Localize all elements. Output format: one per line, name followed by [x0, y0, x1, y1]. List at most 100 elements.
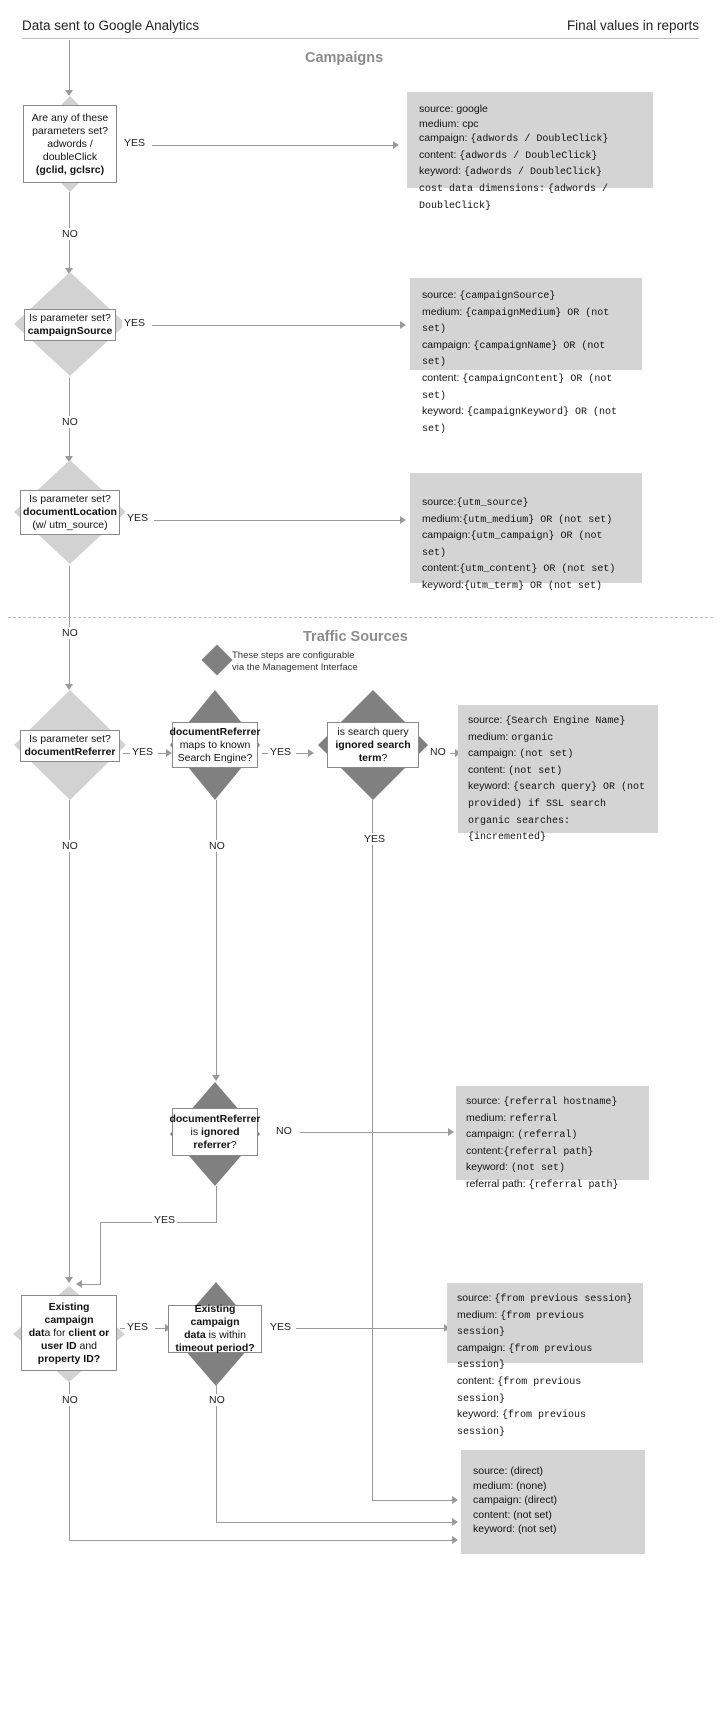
edge-document-referrer-yes-arrow-icon	[166, 749, 172, 757]
edge-ignored-referrer-yes-h2	[78, 1284, 101, 1285]
result-previous-session-row: keyword: {from previous session}	[457, 1408, 586, 1438]
adwords-line-4: doubleClick	[42, 150, 98, 163]
result-campaign-source-row: campaign: {campaignName} OR (not set)	[422, 338, 606, 369]
existing-campaign-id-line-3: user ID and	[40, 1339, 98, 1352]
edge-document-referrer-no-arrow-icon	[65, 1277, 73, 1283]
edge-maps-yes-arrow-icon	[308, 749, 314, 757]
result-organic-row: campaign: (not set)	[468, 747, 574, 761]
result-organic-row: organic searches: {incremented}	[468, 815, 571, 844]
edge-label-yes-adwords: YES	[122, 137, 148, 149]
edge-label-no-ignored-referrer: NO	[274, 1125, 294, 1137]
edge-maps-yes-b	[296, 753, 310, 754]
edge-maps-yes-a	[262, 753, 270, 754]
legend-note-line2: via the Management Interface	[232, 662, 358, 673]
edge-existing-timeout-no-v	[216, 1382, 217, 1522]
decision-document-referrer-label: Is parameter set? documentReferrer	[20, 730, 120, 762]
result-adwords-row: keyword: {adwords / DoubleClick}	[419, 165, 602, 179]
edge-adwords-yes-arrow-icon	[393, 141, 399, 149]
edge-document-referrer-yes-b	[158, 753, 168, 754]
edge-ignored-search-term-yes	[372, 800, 373, 1500]
adwords-line-1: Are any of these	[31, 111, 109, 124]
edge-label-yes-document-referrer: YES	[130, 746, 156, 758]
result-previous-session-row: source: {from previous session}	[457, 1292, 633, 1305]
result-referral-row: content:{referral path}	[466, 1144, 594, 1158]
edge-ignored-search-term-no	[450, 753, 458, 754]
edge-ignored-search-term-yes-h	[372, 1500, 454, 1501]
result-adwords-row: cost data dimensions: {adwords / DoubleC…	[419, 183, 608, 212]
result-referral-row: keyword: (not set)	[466, 1161, 565, 1175]
result-campaign-source-row: source: {campaignSource}	[422, 289, 556, 302]
result-referral-row: medium: referral	[466, 1111, 558, 1125]
result-previous-session-row: medium: {from previous session}	[457, 1308, 585, 1339]
edge-label-no-maps-search-engine: NO	[207, 840, 227, 852]
adwords-line-5: (gclid, gclsrc)	[35, 163, 105, 176]
result-campaign-source-row: content: {campaignContent} OR (not set)	[422, 371, 613, 402]
ignored-referrer-line-1: documentReferrer	[169, 1112, 261, 1125]
edge-label-yes-campaign-source: YES	[122, 317, 148, 329]
decision-ignored-referrer-label: documentReferrer is ignored referrer?	[169, 1108, 261, 1156]
existing-campaign-timeout-line-2: data is within	[184, 1329, 246, 1341]
header-right-label: Final values in reports	[566, 18, 699, 33]
decision-existing-campaign-id-label: Existing campaign data for client or use…	[21, 1295, 117, 1371]
edge-label-yes-ignored-referrer: YES	[152, 1214, 178, 1226]
edge-adwords-yes	[152, 145, 395, 146]
result-campaign-source-row: medium: {campaignMedium} OR (not set)	[422, 305, 610, 336]
edge-campaign-source-yes	[152, 325, 402, 326]
edge-existing-timeout-no-h	[216, 1522, 454, 1523]
result-document-location-row: medium:{utm_medium} OR (not set)	[422, 512, 613, 526]
edge-ignored-referrer-no	[300, 1132, 450, 1133]
edge-existing-id-no-arrow-icon	[452, 1536, 458, 1544]
result-campaign-source-row: keyword: {campaignKeyword} OR (not set)	[422, 405, 617, 435]
result-document-location-row: campaign:{utm_campaign} OR (not set)	[422, 529, 603, 559]
decision-adwords-label: Are any of these parameters set? adwords…	[23, 105, 117, 183]
result-direct-row: campaign: (direct)	[473, 1494, 558, 1507]
result-direct-row: content: (not set)	[473, 1508, 552, 1521]
edge-label-yes-existing-campaign-id: YES	[125, 1321, 151, 1333]
result-box-referral: source: {referral hostname} medium: refe…	[456, 1086, 649, 1191]
result-box-organic: source: {Search Engine Name} medium: org…	[458, 705, 658, 843]
result-referral-row: referral path: {referral path}	[466, 1177, 619, 1191]
edge-label-no-document-referrer: NO	[60, 840, 80, 852]
edge-adwords-no-arrow-icon	[65, 268, 73, 274]
edge-existing-timeout-no-arrow-icon	[452, 1518, 458, 1526]
result-box-previous-session: source: {from previous session} medium: …	[447, 1283, 643, 1438]
ignored-search-term-line-2: ignored search	[335, 738, 411, 751]
result-adwords-row: content: {adwords / DoubleClick}	[419, 148, 598, 162]
campaign-source-line-1: Is parameter set?	[29, 312, 111, 324]
result-document-location-row: source:{utm_source}	[422, 496, 529, 509]
result-organic-row: content: (not set)	[468, 763, 563, 777]
section-title-campaigns: Campaigns	[305, 50, 384, 66]
result-referral-row: campaign: (referral)	[466, 1128, 578, 1142]
adwords-line-3: adwords /	[47, 137, 93, 150]
decision-ignored-search-term-label: is search query ignored search term?	[327, 722, 419, 768]
document-referrer-line-2: documentReferrer	[24, 746, 116, 758]
section-divider	[8, 617, 713, 618]
header-left-label: Data sent to Google Analytics	[22, 18, 200, 33]
result-box-document-location: source:{utm_source} medium:{utm_medium} …	[410, 473, 642, 592]
ignored-search-term-line-3: term?	[358, 751, 388, 764]
edge-ignored-referrer-no-arrow-icon	[448, 1128, 454, 1136]
existing-campaign-id-line-4: property ID?	[37, 1352, 101, 1365]
legend-note-line1: These steps are configurable	[232, 650, 355, 661]
result-document-location-row: content:{utm_content} OR (not set)	[422, 562, 616, 576]
result-organic-row: medium: organic	[468, 730, 554, 744]
result-previous-session-row: content: {from previous session}	[457, 1374, 582, 1405]
existing-campaign-id-line-2: data for client or	[28, 1326, 110, 1339]
edge-label-no-existing-campaign-id: NO	[60, 1394, 80, 1406]
edge-maps-no	[216, 800, 217, 1080]
edge-ignored-referrer-yes-v2	[100, 1222, 101, 1284]
result-adwords-row: campaign: {adwords / DoubleClick}	[419, 132, 609, 146]
edge-label-yes-document-location: YES	[125, 512, 151, 524]
ignored-referrer-line-3: referrer?	[193, 1138, 237, 1151]
result-box-adwords: source: google medium: cpc campaign: {ad…	[407, 92, 653, 212]
decision-maps-search-engine-label: documentReferrer maps to known Search En…	[169, 722, 261, 768]
result-document-location-row: keyword:{utm_term} OR (not set)	[422, 578, 603, 592]
edge-label-no-existing-campaign-timeout: NO	[207, 1394, 227, 1406]
result-referral-row: source: {referral hostname}	[466, 1095, 618, 1108]
edge-existing-id-yes-a	[120, 1328, 128, 1329]
entry-line	[69, 40, 70, 94]
edge-existing-timeout-yes	[296, 1328, 446, 1329]
edge-label-yes-maps-search-engine: YES	[268, 746, 294, 758]
edge-maps-no-arrow-icon	[212, 1075, 220, 1081]
